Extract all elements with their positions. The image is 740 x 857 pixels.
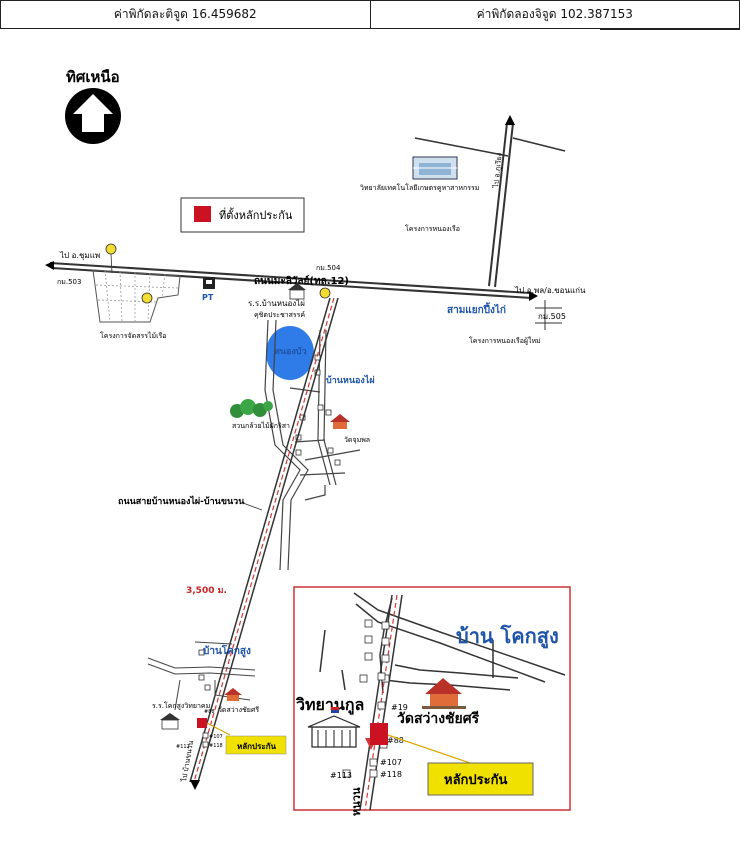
label-project-north: โครงการหนองเรือ: [405, 224, 460, 233]
north-label: ทิศเหนือ: [66, 68, 120, 86]
inset-collateral-callout: [427, 762, 534, 796]
label-school-nongphai: ร.ร.บ้านหนองไผ่: [248, 299, 305, 308]
label-pond: หนองบัว: [274, 346, 307, 357]
label-school-nongphai-2: คุชิตประชาสรรค์: [254, 311, 305, 319]
collateral-marker-small: [197, 718, 207, 728]
south-village-roads: [147, 641, 256, 711]
label-garden: สวนกล้วยไม้ผักริสา: [232, 421, 290, 430]
inset-temple-icon: [422, 678, 466, 709]
inset-collateral-label: หลักประกัน: [444, 773, 507, 788]
label-ban-khoksung-small: บ้านโคกสูง: [203, 644, 251, 658]
label-to-phukhieo: ไป อ.ภูเวียง: [491, 152, 504, 189]
label-km504: กม.504: [316, 264, 341, 272]
label-college: วิทยาลัยเทคโนโลยีเกษตรคูหาสาหกรรม: [360, 183, 479, 192]
label-school-khoksung: ร.ร.โคกสูงวิทยาคม: [152, 701, 210, 710]
latitude-cell: ค่าพิกัดละติจูด 16.459682: [0, 0, 371, 29]
school-nongphai-icon: [288, 283, 306, 300]
label-temple-north: วัดจุมพล: [344, 436, 370, 444]
collateral-callout-small: [225, 735, 287, 755]
inset-h113: #113: [330, 771, 352, 780]
college-building-icon: [412, 156, 458, 180]
location-map: ทิศเหนือ ที่ตั้งหลักประกัน ไป อ.ชุมแพ ถน…: [45, 68, 586, 816]
label-distance: 3,500 ม.: [186, 586, 227, 596]
south-road: [189, 297, 339, 783]
arrow-east-icon: [529, 291, 538, 301]
label-h88-small: #88: [204, 709, 215, 715]
label-to-phon: ไป อ.พล/อ.ขอนแก่น: [514, 286, 586, 295]
inset-temple-label: วัดสว่างชัยศรี: [397, 711, 480, 727]
label-ban-nongphai: บ้านหนองไผ่: [326, 374, 375, 386]
inset-h107: #107: [380, 758, 402, 767]
inset-road-label: หนวน: [350, 787, 363, 816]
label-temple-small: วัดสว่างชัยศรี: [218, 706, 259, 714]
label-road-connect: ถนนสายบ้านหนองไผ่-บ้านขนวน: [118, 495, 245, 507]
legend: ที่ตั้งหลักประกัน: [180, 197, 305, 233]
north-arrow-icon: [65, 88, 121, 144]
inset-village-label: บ้าน โคกสูง: [456, 624, 559, 650]
north-road: [414, 122, 566, 288]
pond: [266, 326, 314, 380]
label-km503: กม.503: [57, 278, 81, 286]
village-roads: [264, 319, 361, 571]
legend-marker-icon: [194, 206, 211, 222]
label-collateral-small: หลักประกัน: [237, 742, 277, 751]
inset-school-label: วิทยานกูล: [295, 695, 364, 716]
label-h118-small: #118: [209, 743, 223, 749]
label-junction: สามแยกปึ้งไก่: [447, 302, 506, 316]
arrow-north-icon: [505, 115, 515, 125]
label-road-main: ถนนมะลิวัลย์(ทล.12): [254, 275, 349, 287]
inset-collateral-marker: [370, 723, 388, 745]
label-project-east: โครงการหนองเรือผู้ใหม่: [469, 336, 541, 345]
inset-h19: #19: [391, 703, 408, 712]
label-h112-small: #112: [176, 744, 190, 750]
legend-label: ที่ตั้งหลักประกัน: [219, 207, 293, 222]
south-village-houses: [198, 649, 211, 748]
arrow-west-icon: [45, 261, 54, 270]
km505-marker: [535, 300, 562, 330]
garden-trees-icon: [230, 399, 273, 418]
inset-school-icon: [307, 707, 361, 748]
inset-h88: #88: [387, 736, 404, 745]
temple-small-icon: [224, 688, 242, 701]
arrow-south-icon: [190, 780, 200, 790]
label-to-chumphae: ไป อ.ชุมแพ: [59, 251, 100, 260]
label-h107-small: #107: [209, 734, 223, 740]
divider: [600, 28, 740, 30]
gas-station-icon: [203, 277, 215, 289]
school-khoksung-icon: [160, 713, 180, 730]
label-pt: PT: [202, 293, 214, 302]
coordinate-table: ค่าพิกัดละติจูด 16.459682 ค่าพิกัดลองจิจ…: [0, 0, 740, 29]
inset-h118: #118: [380, 770, 402, 779]
label-project-west: โครงการจัดสรรไม้เรือ: [100, 331, 166, 340]
label-km505: กม.505: [538, 312, 566, 321]
longitude-cell: ค่าพิกัดลองจิจูด 102.387153: [369, 0, 740, 29]
marker-3-icon: [319, 287, 331, 299]
west-subdivision: [92, 243, 181, 323]
temple-north-icon: [330, 414, 350, 429]
